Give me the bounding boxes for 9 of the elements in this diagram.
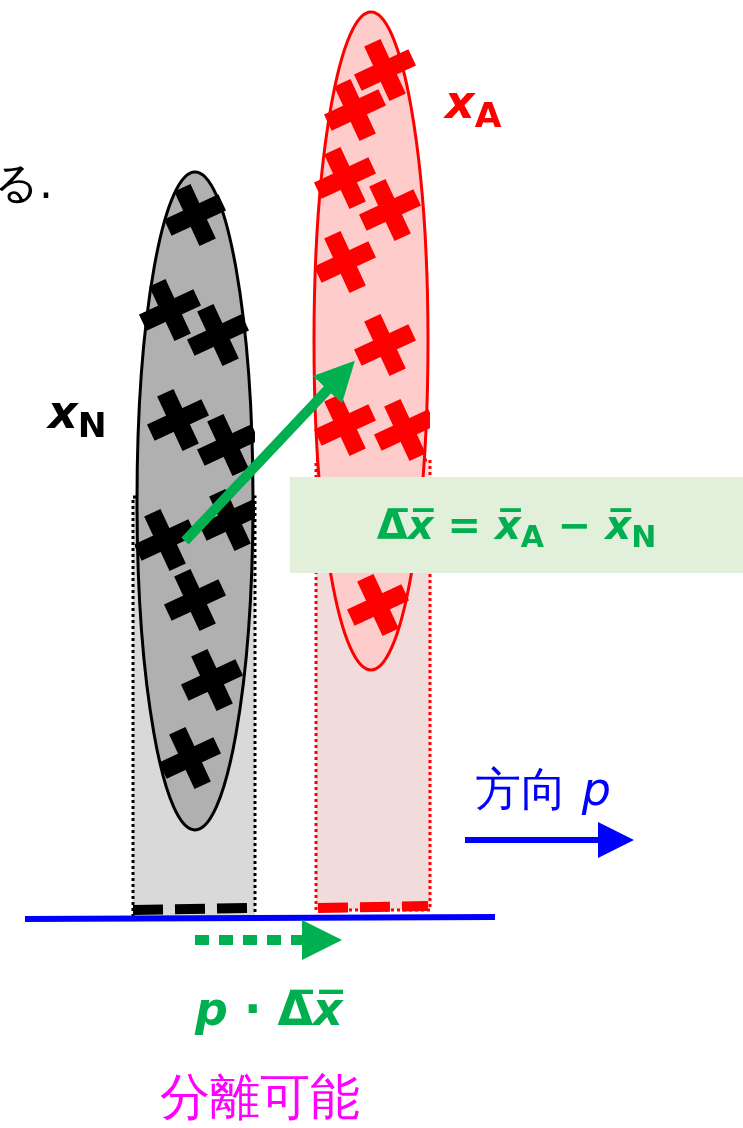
formula-box	[290, 477, 743, 573]
cluster-label: x$_{A}$	[445, 74, 502, 137]
formula: Δ̅x̅ = x̅$_{A}$ − x̅$_{N}$	[376, 501, 657, 555]
annotation-text: p · Δ̅x̅	[195, 981, 343, 1038]
cluster-label: x$_{N}$	[48, 384, 107, 447]
cluster-ellipse	[135, 170, 255, 832]
annotation-text: 方向 p	[475, 761, 611, 818]
annotation-text: 分離可能	[160, 1067, 360, 1128]
mean-difference-vector	[181, 360, 355, 545]
